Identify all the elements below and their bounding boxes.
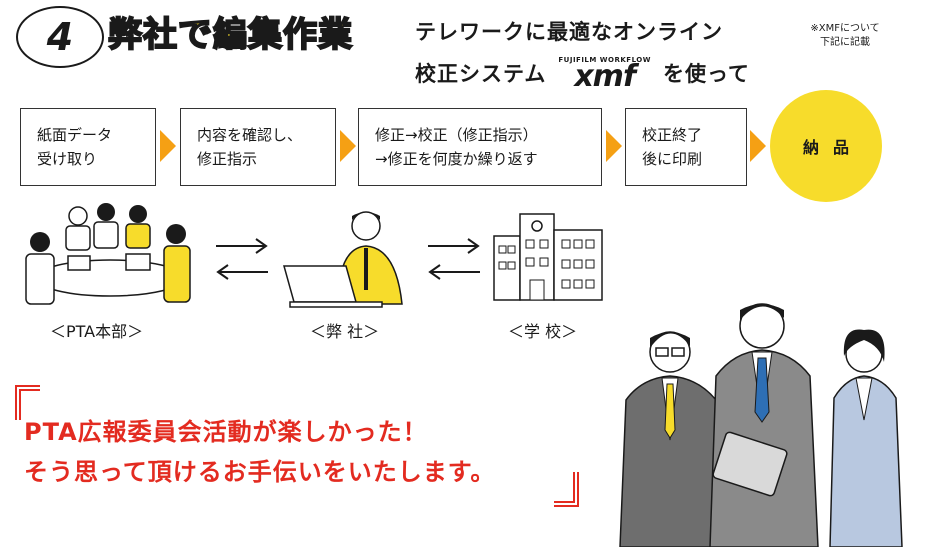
exchange-arrows-icon xyxy=(428,238,480,280)
exchange-arrows-icon xyxy=(216,238,268,280)
flow-step-4: 校正終了後に印刷 xyxy=(625,108,747,186)
subtitle-line2-prefix: 校正システム xyxy=(415,62,547,86)
flow-arrow-icon xyxy=(160,130,176,162)
flow-step-1-line1: 紙面データ xyxy=(37,126,113,144)
flow-step-1: 紙面データ受け取り xyxy=(20,108,156,186)
step-number-badge: 4 xyxy=(16,6,104,68)
message-line2: そう思って頂けるお手伝いをいたします。 xyxy=(24,458,496,486)
subtitle-line2-suffix: を使って xyxy=(662,62,750,86)
delivery-label: 納品 xyxy=(802,138,863,157)
xmf-note: ※XMFについて 下記に記載 xyxy=(790,22,900,50)
company-worker-illustration xyxy=(283,211,403,308)
step-number: 4 xyxy=(46,15,74,59)
flow-step-2-line1: 内容を確認し、 xyxy=(197,126,303,144)
company-label: ＜弊 社＞ xyxy=(310,322,380,341)
xmf-logo-mark: xmf xyxy=(574,59,636,94)
pta-meeting-illustration xyxy=(25,203,191,305)
flow-step-2-line2: 修正指示 xyxy=(197,150,258,168)
xmf-logo-top: FUJIFILM WORKFLOW xyxy=(558,56,651,64)
note-line1: ※XMFについて xyxy=(810,23,880,34)
bracket-close-icon xyxy=(554,472,579,507)
bracket-open-icon xyxy=(15,385,40,420)
message-line1: PTA広報委員会活動が楽しかった！ xyxy=(24,418,428,446)
flow-step-2: 内容を確認し、修正指示 xyxy=(180,108,336,186)
school-building-illustration xyxy=(493,213,603,301)
subtitle-line1: テレワークに最適なオンライン xyxy=(415,20,723,44)
flow-step-1-line2: 受け取り xyxy=(37,150,98,168)
headline: 弊社で編集作業 xyxy=(107,14,353,56)
xmf-logo: FUJIFILM WORKFLOW xmf xyxy=(558,56,651,94)
delivery-circle: 納品 xyxy=(770,90,882,202)
flow-step-3-line2: →修正を何度か繰り返す xyxy=(375,150,538,168)
flow-arrow-icon xyxy=(606,130,622,162)
flow-step-3: 修正→校正（修正指示） →修正を何度か繰り返す xyxy=(358,108,602,186)
subtitle-line2: 校正システム FUJIFILM WORKFLOW xmf を使って xyxy=(415,56,750,94)
note-line2: 下記に記載 xyxy=(820,37,870,48)
business-team-illustration xyxy=(619,303,903,547)
flow-step-4-line2: 後に印刷 xyxy=(642,150,703,168)
flow-step-4-line1: 校正終了 xyxy=(642,126,703,144)
pta-label: ＜PTA本部＞ xyxy=(50,322,144,341)
flow-arrow-icon xyxy=(750,130,766,162)
school-label: ＜学 校＞ xyxy=(508,322,578,341)
flow-step-3-line1: 修正→校正（修正指示） xyxy=(375,126,538,144)
flow-arrow-icon xyxy=(340,130,356,162)
